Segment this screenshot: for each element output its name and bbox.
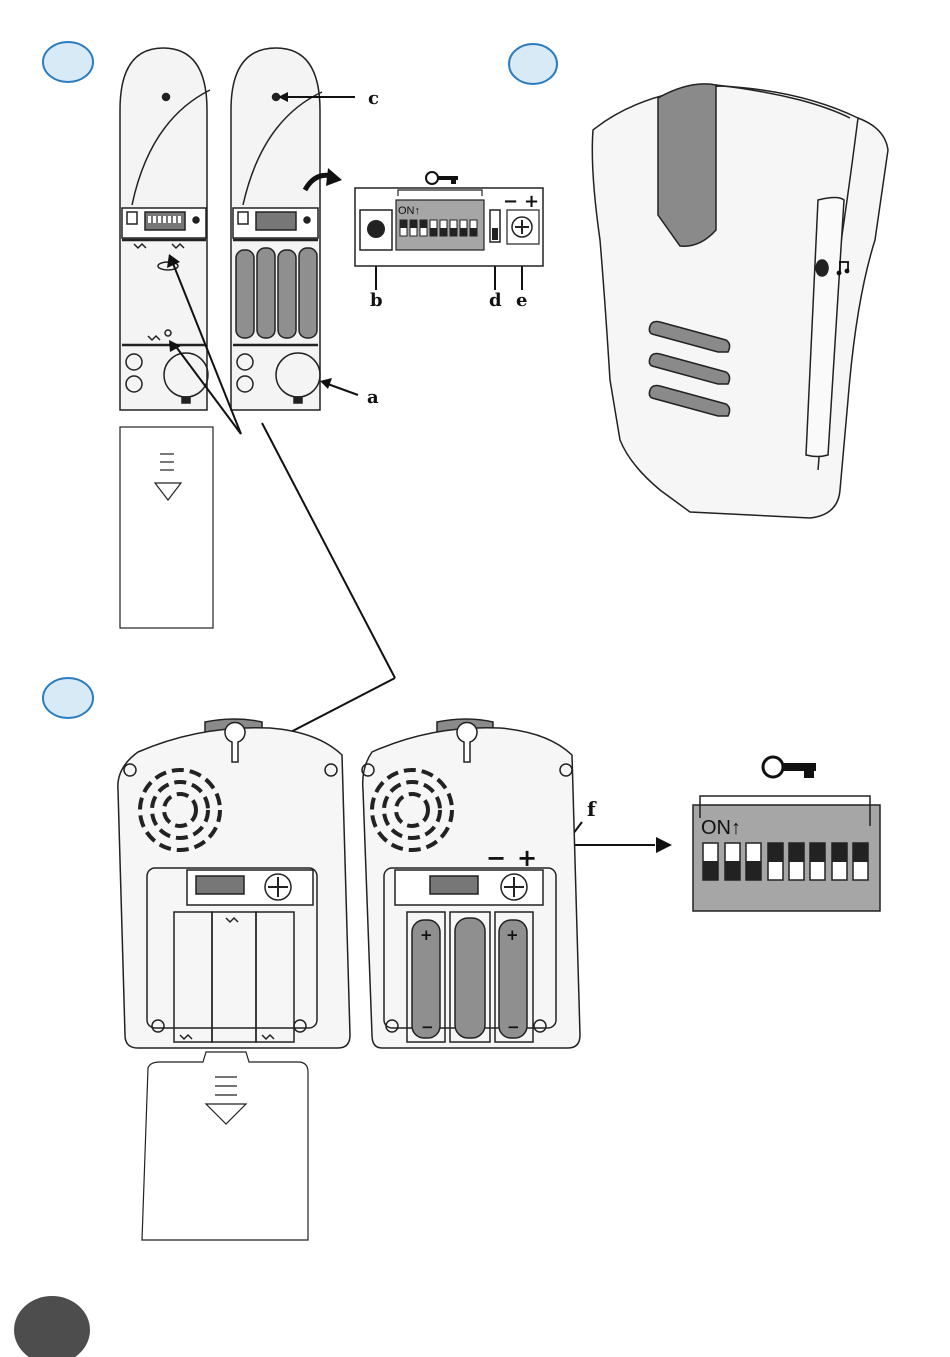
battery-cover-large (142, 1052, 308, 1240)
step-badge-3 (43, 678, 93, 718)
rx-plus-label: + (517, 844, 537, 872)
dip-large-on-label: ON↑ (701, 817, 741, 839)
callout-b: b (370, 290, 383, 311)
chime-unit (592, 84, 888, 518)
callout-a: a (367, 387, 379, 408)
transmitter-left (120, 48, 210, 410)
battery-1-minus: − (421, 1018, 434, 1036)
rx-minus-label: − (486, 844, 506, 872)
callout-f: f (587, 797, 597, 821)
battery-3-plus: + (506, 926, 519, 944)
key-icon (426, 172, 458, 184)
receiver-back-right (362, 719, 580, 1048)
callout-e: e (516, 290, 527, 311)
receiver-back-left (118, 719, 350, 1048)
key-icon-large (763, 757, 816, 778)
step-badge-1 (43, 42, 93, 82)
dip-panel-large: ON↑ (693, 796, 880, 911)
battery-cover-small (120, 427, 213, 628)
dip-small-minus: − (503, 191, 518, 212)
dip-panel-small: ON↑ − + (355, 188, 543, 266)
transmitter-right (231, 48, 322, 410)
dip-small-plus: + (524, 191, 539, 212)
dip-small-on-label: ON↑ (398, 205, 420, 217)
page-number-badge (14, 1296, 90, 1357)
callout-c: c (368, 88, 379, 109)
battery-1-plus: + (420, 926, 433, 944)
callout-d: d (489, 290, 502, 311)
step-badge-2 (509, 44, 557, 84)
battery-3-minus: − (507, 1018, 520, 1036)
